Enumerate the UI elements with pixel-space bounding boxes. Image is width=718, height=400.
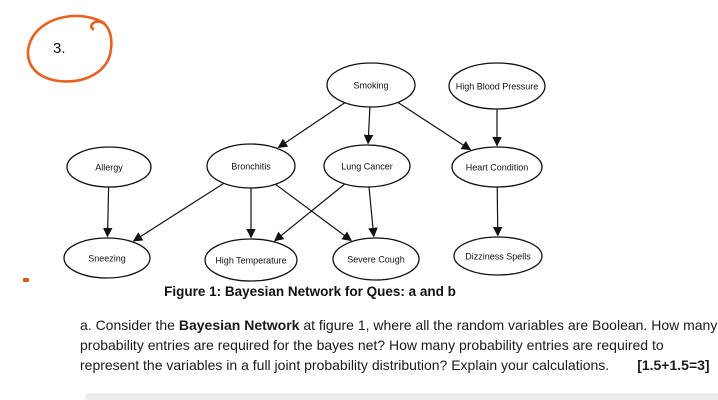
question-line: a. Consider the Bayesian Network at figu… [80, 315, 717, 335]
diagram-node-high_temperature: High Temperature [204, 238, 298, 282]
diagram-edge-lung_cancer-to-severe_cough [368, 186, 378, 238]
diagram-edges [102, 101, 503, 242]
node-label-dizziness_spells: Dizziness Spells [465, 251, 531, 261]
stray-mark [23, 278, 29, 282]
diagram-edge-heart_condition-to-dizziness_spells [492, 186, 503, 237]
node-label-high_temperature: High Temperature [215, 255, 286, 265]
question-number: 3. [53, 40, 66, 57]
node-label-severe_cough: Severe Cough [347, 254, 405, 264]
diagram-edge-allergy-to-sneezing [102, 186, 113, 238]
diagram-node-severe_cough: Severe Cough [332, 237, 420, 281]
diagram-edge-smoking-to-bronchitis [277, 102, 346, 149]
question-text-span: at figure 1, where all the random variab… [299, 317, 718, 333]
question-text-span: probability entries are required for the… [80, 337, 664, 353]
diagram-node-allergy: Allergy [66, 146, 152, 188]
handdrawn-circle-icon [26, 14, 113, 83]
diagram-edge-smoking-to-heart_condition [397, 101, 472, 151]
diagram-node-high_blood_pressure: High Blood Pressure [448, 62, 546, 110]
diagram-node-bronchitis: Bronchitis [206, 143, 296, 189]
figure-caption: Figure 1: Bayesian Network for Ques: a a… [164, 284, 456, 299]
node-label-smoking: Smoking [353, 80, 388, 90]
question-line: probability entries are required for the… [80, 335, 695, 355]
question-text: a. Consider the Bayesian Network at figu… [80, 315, 717, 375]
node-label-sneezing: Sneezing [88, 253, 126, 263]
question-text-span: a. Consider the [80, 317, 179, 333]
node-label-high_blood_pressure: High Blood Pressure [456, 81, 539, 91]
diagram-edge-bronchitis-to-severe_cough [275, 183, 352, 242]
node-label-allergy: Allergy [95, 162, 123, 172]
diagram-node-smoking: Smoking [326, 62, 416, 108]
node-label-bronchitis: Bronchitis [231, 161, 271, 171]
diagram-node-sneezing: Sneezing [63, 237, 151, 279]
diagram-edge-bronchitis-to-sneezing [132, 182, 225, 242]
diagram-node-lung_cancer: Lung Cancer [323, 144, 411, 188]
diagram-edge-smoking-to-lung_cancer [363, 106, 374, 145]
question-line: represent the variables in a full joint … [80, 355, 710, 375]
bottom-edge-bar [85, 393, 718, 400]
node-label-lung_cancer: Lung Cancer [341, 161, 393, 171]
question-text-span: represent the variables in a full joint … [80, 357, 610, 373]
node-label-heart_condition: Heart Condition [466, 162, 529, 172]
diagram-node-dizziness_spells: Dizziness Spells [453, 236, 543, 276]
question-text-bold: [1.5+1.5=3] [637, 357, 710, 373]
diagram-edge-lung_cancer-to-high_temperature [273, 183, 346, 242]
question-number-annotation: 3. [20, 8, 124, 92]
question-text-bold: Bayesian Network [178, 317, 300, 333]
diagram-node-heart_condition: Heart Condition [451, 146, 543, 188]
